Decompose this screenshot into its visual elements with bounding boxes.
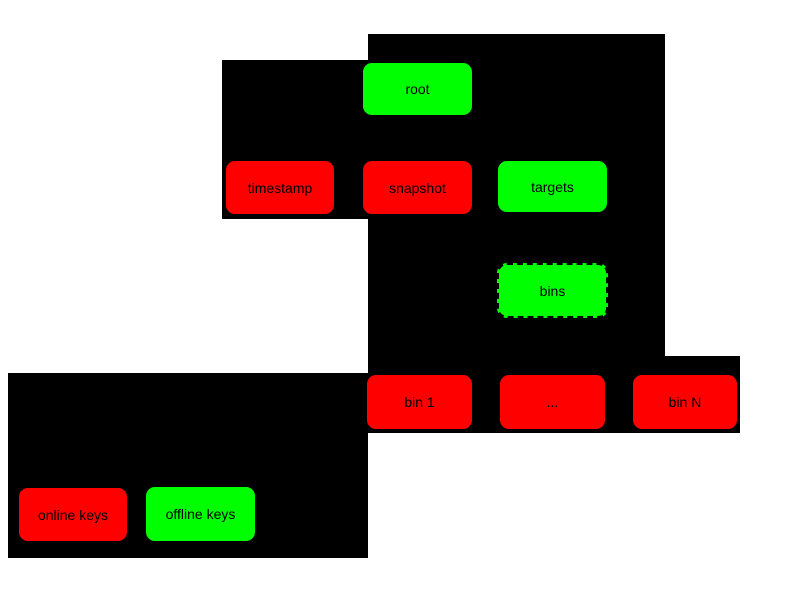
node-snapshot: snapshot	[362, 160, 473, 215]
node-targets: targets	[497, 160, 608, 213]
node-bin-ellipsis: ...	[499, 374, 606, 430]
legend-offline-keys: offline keys	[145, 486, 256, 542]
node-bin-1: bin 1	[366, 374, 473, 430]
node-timestamp: timestamp	[225, 160, 335, 215]
legend-online-keys: online keys	[18, 487, 128, 542]
node-bin-n: bin N	[632, 374, 738, 430]
node-root: root	[362, 62, 473, 116]
node-bins: bins	[497, 263, 608, 318]
